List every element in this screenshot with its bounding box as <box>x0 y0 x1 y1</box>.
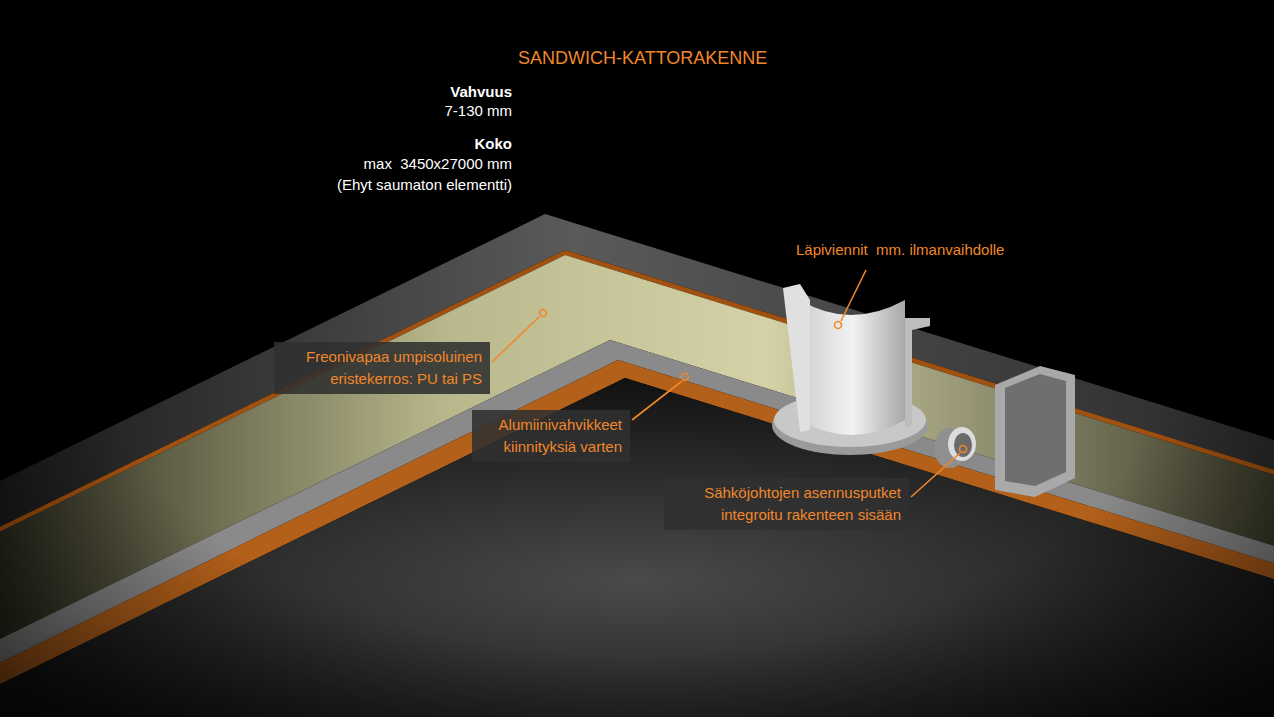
spec-heading: Koko <box>475 134 513 154</box>
callout-box: Sähköjohtojen asennusputket integroitu r… <box>664 478 909 530</box>
callout-label: Läpiviennit mm. ilmanvaihdolle <box>796 240 1004 260</box>
diagram-title: SANDWICH-KATTORAKENNE <box>518 46 767 70</box>
callout-box: Alumiinivahvikkeet kiinnityksiä varten <box>472 410 630 462</box>
spec-note: (Ehyt saumaton elementti) <box>337 175 512 195</box>
callout-text: Sähköjohtojen asennusputket integroitu r… <box>672 482 901 526</box>
spec-value: 7-130 mm <box>444 101 512 121</box>
leader-lines <box>492 270 967 497</box>
callout-text: Freonivapaa umpisoluinen eristekerros: P… <box>282 346 482 390</box>
spec-heading: Vahvuus <box>450 82 512 102</box>
callout-text: Alumiinivahvikkeet kiinnityksiä varten <box>480 414 622 458</box>
spec-value: max 3450x27000 mm <box>364 154 512 174</box>
callout-box: Freonivapaa umpisoluinen eristekerros: P… <box>274 342 490 394</box>
